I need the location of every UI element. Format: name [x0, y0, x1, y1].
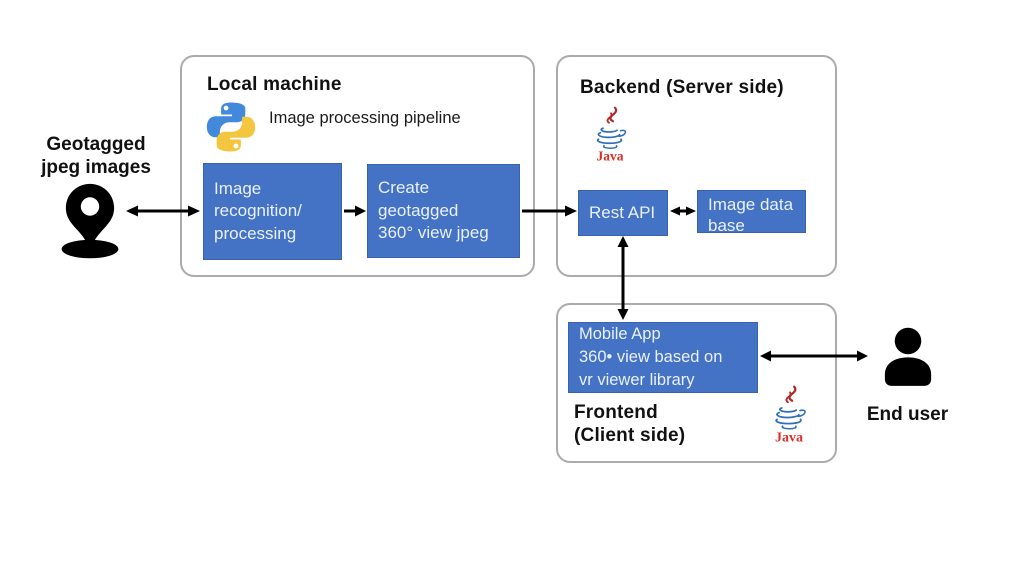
- node-image-database: Image data base: [697, 190, 806, 235]
- node-rest-api: Rest API: [578, 190, 668, 236]
- local-machine-title: Local machine: [207, 74, 342, 95]
- backend-title: Backend (Server side): [580, 77, 784, 98]
- person-icon: [874, 318, 942, 398]
- java-logo-icon-backend: Java: [585, 102, 635, 168]
- node-create-geotagged: Create geotagged 360° view jpeg: [367, 164, 520, 258]
- java-logo-icon-frontend: Java: [763, 377, 815, 453]
- python-logo-icon: [205, 99, 257, 155]
- node-image-recognition: Image recognition/ processing: [203, 163, 342, 260]
- java-wordmark-backend: Java: [597, 148, 624, 163]
- source-label: Geotagged jpeg images: [41, 134, 151, 178]
- node-rest-api-label: Rest API: [589, 202, 656, 222]
- node-image-recognition-label: Image recognition/ processing: [214, 178, 302, 243]
- pipeline-subtitle: Image processing pipeline: [269, 109, 461, 127]
- end-user-label: End user: [866, 404, 949, 425]
- location-pin-icon: [52, 181, 128, 259]
- frontend-title: Frontend (Client side): [574, 402, 686, 447]
- node-create-geotagged-label: Create geotagged 360° view jpeg: [378, 178, 489, 243]
- backend-container: [556, 55, 837, 277]
- node-mobile-app-label: Mobile App 360• view based on vr viewer …: [579, 324, 723, 390]
- java-wordmark-frontend: Java: [775, 429, 803, 445]
- node-mobile-app: Mobile App 360• view based on vr viewer …: [568, 322, 758, 393]
- node-image-database-label: Image data base: [708, 195, 794, 236]
